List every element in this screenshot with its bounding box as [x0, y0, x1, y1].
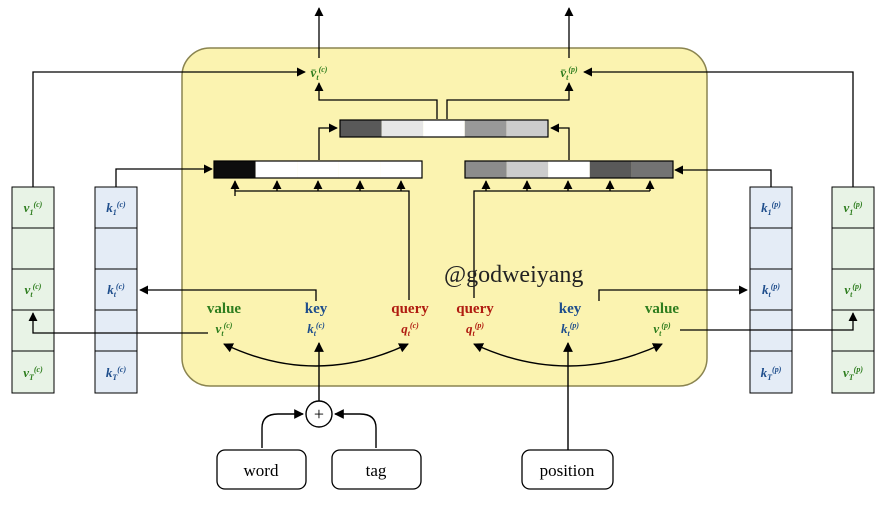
key-t-position: kt(p) — [762, 282, 780, 299]
key-1-content: k1(c) — [106, 200, 126, 217]
combined-bar-cell-5 — [506, 120, 548, 137]
position-bar-border — [464, 160, 674, 179]
tag-box — [331, 449, 422, 490]
label-key-content: key — [305, 301, 328, 317]
value-t-content: vt(c) — [25, 282, 42, 299]
position-bar-cell-3 — [548, 161, 590, 178]
key-stack-position: k1(p) kt(p) kT(p) — [749, 186, 793, 394]
embedding-curves — [223, 342, 663, 450]
value-T-content: vT(c) — [23, 365, 43, 382]
tag-label: tag — [366, 461, 387, 480]
content-bar-cell-2 — [255, 161, 298, 178]
key-1-position: k1(p) — [761, 200, 781, 217]
value-t-position: vt(p) — [844, 282, 862, 299]
content-bar-cell-3 — [297, 161, 339, 178]
k-t-content: kt(c) — [307, 321, 325, 338]
combined-bar-cell-2 — [381, 120, 424, 137]
position-bar-cell-2 — [506, 161, 549, 178]
plus-node — [305, 400, 333, 428]
combined-bar-cell-1 — [340, 120, 382, 137]
content-bar-cell-5 — [380, 161, 422, 178]
combined-bar-border — [339, 119, 549, 138]
v-t-position: vt(p) — [653, 321, 671, 338]
label-query-position: query — [456, 301, 494, 317]
position-bar-inputs — [473, 165, 772, 298]
output-content: v̄t(c) — [310, 65, 327, 82]
stack-links — [28, 285, 858, 334]
value-T-position: vT(p) — [843, 365, 863, 382]
value-stack-position: v1(p) vt(p) vT(p) — [831, 186, 875, 394]
v-t-content: vt(c) — [216, 321, 233, 338]
label-query-content: query — [391, 301, 429, 317]
attention-bar-combined — [339, 119, 549, 138]
value-1-position: v1(p) — [843, 200, 862, 217]
q-t-content: qt(c) — [401, 321, 419, 338]
combined-bar-cell-3 — [423, 120, 465, 137]
word-box — [216, 449, 307, 490]
content-bar-cell-4 — [338, 161, 381, 178]
key-stack-content: k1(c) kt(c) kT(c) — [94, 186, 138, 394]
output-position: v̄t(p) — [560, 65, 578, 82]
watermark: @godweiyang — [444, 262, 583, 288]
label-key-position: key — [559, 301, 582, 317]
combined-bar-cell-4 — [464, 120, 507, 137]
label-value-position: value — [645, 301, 680, 317]
q-t-position: qt(p) — [466, 321, 484, 338]
value-stack-content: v1(c) vt(c) vT(c) — [11, 186, 55, 394]
key-T-position: kT(p) — [761, 365, 782, 382]
position-box — [521, 449, 614, 490]
position-bar-cell-4 — [589, 161, 632, 178]
k-t-position: kt(p) — [561, 321, 579, 338]
word-label: word — [244, 461, 279, 480]
position-label: position — [540, 461, 595, 480]
attention-bar-position — [464, 160, 674, 179]
combine-arrows — [32, 7, 854, 187]
position-bar-cell-5 — [631, 161, 673, 178]
content-bar-inputs — [115, 164, 410, 300]
value-1-content: v1(c) — [24, 200, 43, 217]
key-t-content: kt(c) — [107, 282, 125, 299]
key-T-content: kT(c) — [106, 365, 127, 382]
label-value-content: value — [207, 301, 242, 317]
attention-bar-content — [213, 160, 423, 179]
content-bar-border — [213, 160, 423, 179]
position-bar-cell-1 — [465, 161, 507, 178]
central-panel — [181, 47, 708, 387]
plus-sign: + — [314, 404, 324, 424]
content-bar-cell-1 — [214, 161, 256, 178]
